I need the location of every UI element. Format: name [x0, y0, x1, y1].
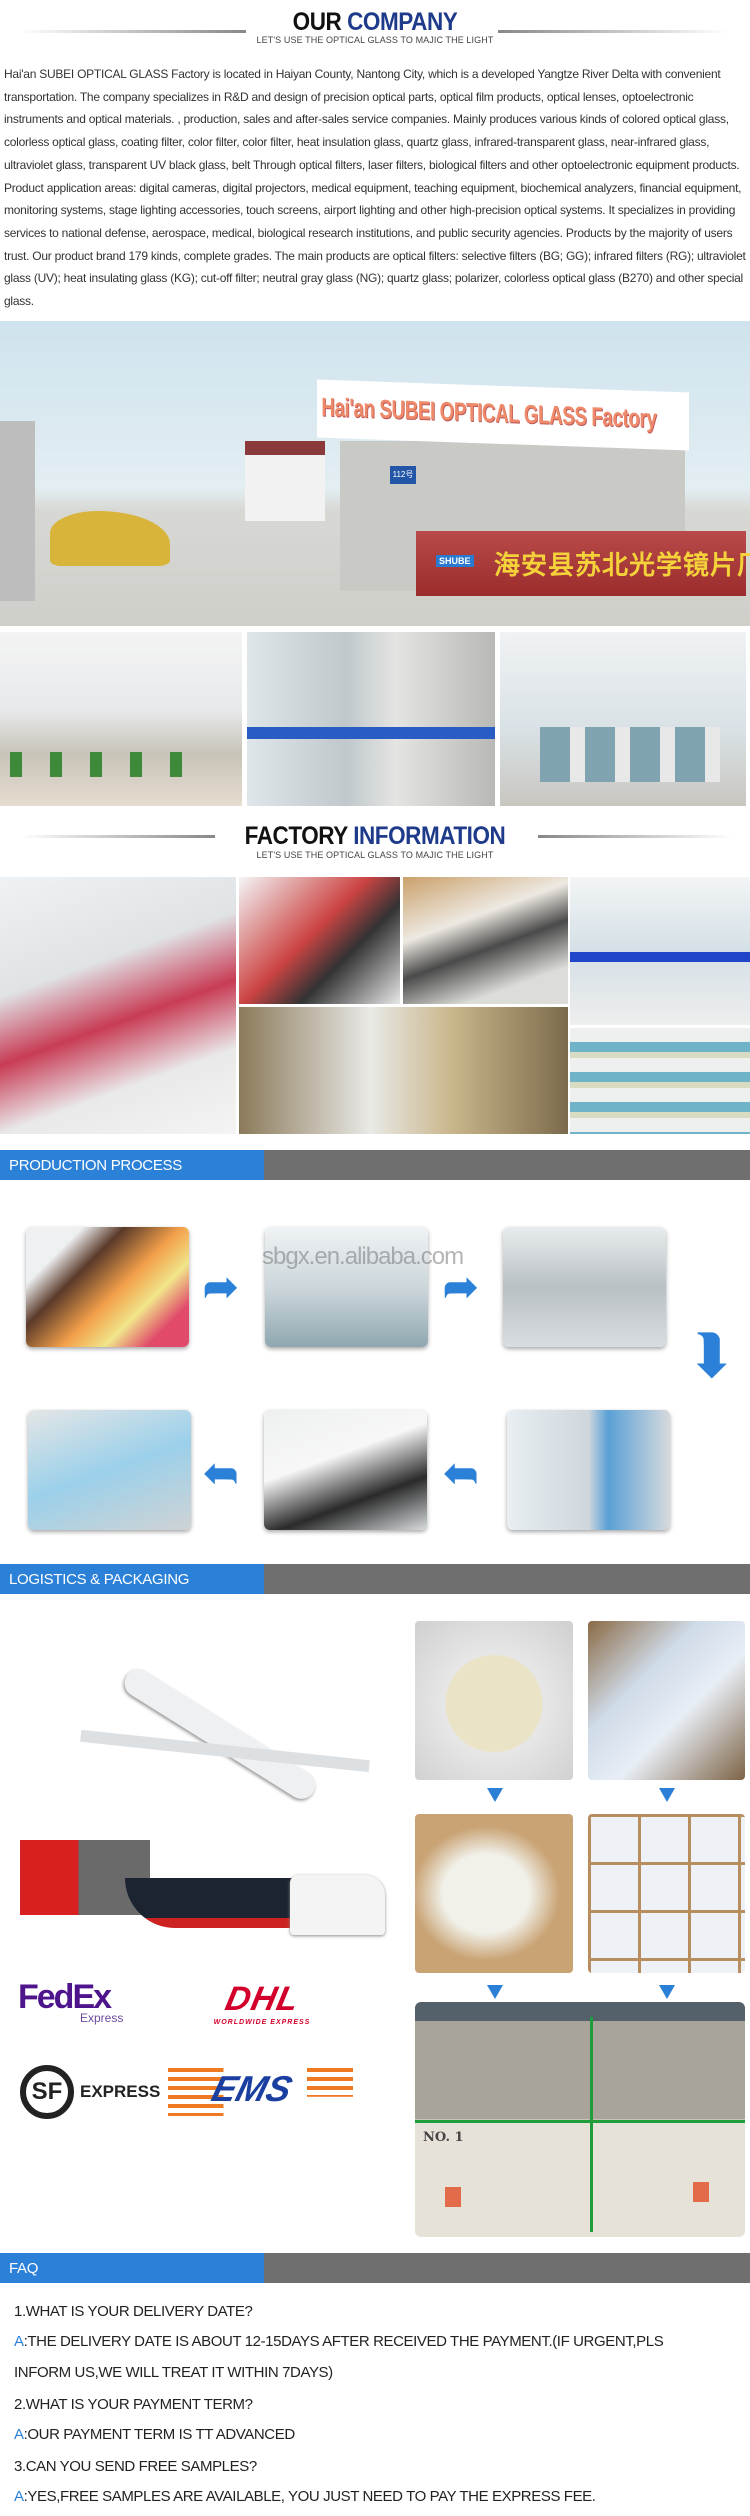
process-step-coating — [507, 1410, 670, 1530]
fragile-icon — [693, 2182, 709, 2202]
arrow-left-icon: ➦ — [443, 1449, 479, 1496]
answer-text: :YES,FREE SAMPLES ARE AVAILABLE, YOU JUS… — [23, 2488, 596, 2505]
sf-circle-icon: SF — [20, 2065, 74, 2119]
answer-prefix: A — [14, 2426, 24, 2443]
white-house — [245, 441, 325, 521]
logistics-label: LOGISTICS & PACKAGING — [9, 1571, 190, 1588]
arrow-left-icon: ➦ — [203, 1449, 239, 1496]
section-subtitle: LET'S USE THE OPTICAL GLASS TO MAJIC THE… — [256, 35, 494, 45]
van-image — [290, 1875, 385, 1935]
divider-left — [20, 30, 246, 33]
sf-express-text: EXPRESS — [80, 2082, 161, 2101]
wooden-crate-photo: NO. 1 — [415, 2002, 745, 2237]
bubble-wrap-photo — [415, 1814, 573, 1973]
title-dark: FACTORY — [244, 822, 348, 850]
arrow-down-icon: ➦ — [680, 1329, 748, 1381]
down-triangle-icon — [487, 1788, 503, 1802]
crate-label: NO. 1 — [423, 2130, 464, 2145]
green-strap — [590, 2017, 593, 2232]
plane-fuselage — [119, 1663, 321, 1805]
fedex-sub: Express — [80, 2011, 124, 2025]
machines — [540, 727, 720, 782]
title-dark: OUR — [292, 8, 342, 36]
dhl-logo: DHL WORLDWIDE EXPRESS — [172, 1980, 352, 2026]
sign-cn-text: 海安县苏北光学镜片厂 — [494, 551, 750, 581]
process-step-clean-room — [265, 1227, 428, 1347]
answer-prefix: A — [14, 2488, 24, 2505]
faq-answer-1: A:THE DELIVERY DATE IS ABOUT 12-15DAYS A… — [14, 2333, 664, 2350]
faq-question-2: 2.WHAT IS YOUR PAYMENT TERM? — [14, 2396, 253, 2413]
process-step-raw-glass — [26, 1227, 189, 1347]
packaging-glass-disc-photo — [415, 1621, 573, 1780]
divider-right — [538, 835, 733, 838]
faq-answer-3: A:YES,FREE SAMPLES ARE AVAILABLE, YOU JU… — [14, 2488, 596, 2505]
sf-express-logo: SF EXPRESS — [20, 2065, 160, 2119]
lab-glass-door-photo — [247, 632, 495, 806]
workshop-photo — [500, 632, 746, 806]
factory-sign-text: Hai'an SUBEI OPTICAL GLASS Factory — [321, 391, 657, 434]
section-subtitle: LET'S USE THE OPTICAL GLASS TO MAJIC THE… — [256, 850, 494, 860]
grinding-machines-photo — [239, 1007, 568, 1134]
answer-prefix: A — [14, 2333, 24, 2350]
logistics-bar: LOGISTICS & PACKAGING — [0, 1564, 750, 1594]
gate-post — [0, 421, 35, 601]
faq-question-1: 1.WHAT IS YOUR DELIVERY DATE? — [14, 2303, 253, 2320]
down-triangle-icon — [659, 1788, 675, 1802]
faq-label: FAQ — [9, 2260, 39, 2277]
arrow-right-icon: ➦ — [203, 1263, 239, 1310]
yellow-flowers — [50, 511, 170, 566]
answer-text: :OUR PAYMENT TERM IS TT ADVANCED — [23, 2426, 296, 2443]
factory-gate-photo: 112号 Hai'an SUBEI OPTICAL GLASS Factory … — [0, 321, 750, 626]
machines-red-photo — [0, 877, 236, 1134]
answer-text: :THE DELIVERY DATE IS ABOUT 12-15DAYS AF… — [23, 2333, 664, 2350]
red-sign-board: SHUBE 海安县苏北光学镜片厂 — [416, 531, 750, 596]
entrance-photo — [570, 877, 750, 1025]
fragile-icon — [445, 2187, 461, 2207]
bar-accent — [0, 1564, 264, 1594]
office-photo — [0, 632, 242, 806]
dhl-logo-text: DHL — [221, 1980, 303, 2018]
watermark: sbgx.en.alibaba.com — [262, 1243, 464, 1270]
ems-logo: EMS — [168, 2068, 353, 2116]
faq-answer-1-cont: INFORM US,WE WILL TREAT IT WITHIN 7DAYS) — [14, 2364, 333, 2381]
fedex-logo-text: FedEx — [18, 1978, 112, 2016]
green-strap — [415, 2120, 745, 2123]
table-machine-photo — [403, 877, 568, 1004]
cutting-machine-photo — [239, 877, 400, 1004]
title-blue: INFORMATION — [353, 822, 506, 850]
dhl-sub: WORLDWIDE EXPRESS — [213, 2019, 311, 2026]
bar-accent — [0, 1150, 264, 1180]
process-step-cleaning-line — [503, 1227, 666, 1347]
bar-accent — [0, 2253, 264, 2283]
factory-sign: Hai'an SUBEI OPTICAL GLASS Factory — [317, 379, 689, 451]
company-intro: Hai'an SUBEI OPTICAL GLASS Factory is lo… — [4, 67, 746, 309]
section-title-our-company: OUR COMPANY — [38, 8, 713, 37]
faq-bar: FAQ — [0, 2253, 750, 2283]
process-step-packing — [28, 1410, 191, 1530]
production-process-bar: PRODUCTION PROCESS — [0, 1150, 750, 1180]
divider-left — [20, 835, 215, 838]
divider-right — [498, 30, 728, 33]
title-blue: COMPANY — [347, 8, 458, 36]
fedex-logo: FedEx Express — [18, 1978, 123, 2025]
sign-logo: SHUBE — [436, 555, 474, 567]
carton-dividers-photo — [588, 1814, 745, 1973]
airplane-image — [70, 1663, 370, 1805]
truck-image — [20, 1840, 150, 1915]
faq-question-3: 3.CAN YOU SEND FREE SAMPLES? — [14, 2458, 257, 2475]
production-process-label: PRODUCTION PROCESS — [9, 1157, 182, 1174]
storage-shelves-photo — [570, 1028, 750, 1134]
plants — [10, 752, 210, 777]
process-step-inspection — [264, 1410, 427, 1530]
down-triangle-icon — [487, 1985, 503, 1999]
packaging-glass-stack-photo — [588, 1621, 745, 1780]
blue-tape — [247, 727, 495, 739]
down-triangle-icon — [659, 1985, 675, 1999]
arrow-right-icon: ➦ — [443, 1263, 479, 1310]
address-plate: 112号 — [390, 466, 416, 484]
ems-logo-text: EMS — [207, 2068, 297, 2109]
section-title-factory-information: FACTORY INFORMATION — [38, 822, 713, 851]
blue-tape — [570, 952, 750, 962]
faq-answer-2: A:OUR PAYMENT TERM IS TT ADVANCED — [14, 2426, 295, 2443]
